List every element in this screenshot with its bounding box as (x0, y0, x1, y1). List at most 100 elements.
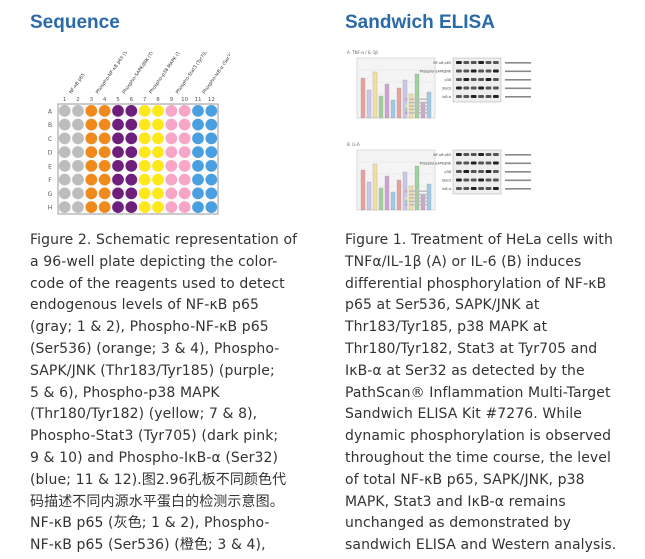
bar (372, 71, 378, 119)
well (205, 160, 218, 172)
blot-label: NF-κB p65 (433, 153, 451, 157)
well (125, 201, 138, 213)
well (98, 201, 111, 213)
blot-band (456, 187, 462, 190)
well (138, 105, 151, 117)
well (138, 146, 151, 158)
blot-legend-line (505, 70, 531, 73)
blot-band (485, 187, 492, 190)
well (72, 160, 84, 172)
blot-band (456, 170, 462, 173)
well (152, 118, 164, 131)
blot-legend-line (505, 171, 531, 173)
blot-band (478, 69, 484, 73)
well (58, 146, 71, 158)
well (58, 187, 71, 200)
blot-band (485, 69, 492, 73)
bar (372, 163, 378, 211)
legend-swatch (405, 196, 408, 200)
well (138, 201, 151, 213)
blot-band (493, 187, 499, 190)
well (112, 118, 124, 131)
blot-legend-line (505, 79, 531, 81)
well (178, 173, 191, 186)
blot-band (478, 170, 484, 173)
well (165, 132, 178, 145)
column-number: 12 (208, 97, 215, 103)
blot-label: IκB-α (442, 95, 452, 99)
bar (384, 83, 390, 119)
well (165, 105, 178, 117)
well (58, 160, 71, 172)
blot-band (493, 170, 499, 173)
blot-band (456, 161, 462, 165)
well (112, 160, 124, 172)
blot-band (493, 95, 499, 98)
well (85, 201, 98, 213)
blot-band (478, 178, 484, 182)
well (205, 146, 218, 158)
well (178, 105, 191, 117)
blot-band (456, 178, 462, 182)
blot-band (470, 178, 477, 182)
blot-band (485, 161, 492, 165)
well (205, 187, 218, 200)
well (192, 146, 204, 158)
well (125, 146, 138, 158)
well (125, 160, 138, 172)
well (192, 187, 204, 200)
well (85, 160, 98, 172)
well (98, 187, 111, 200)
figure-1-caption: Figure 1. Treatment of HeLa cells with T… (345, 232, 617, 554)
well (178, 160, 191, 172)
well (152, 173, 164, 186)
blot-band (463, 78, 470, 81)
well (165, 201, 178, 213)
svg-text:Phospho-IκB-α (Ser32): Phospho-IκB-α (Ser32) (201, 52, 230, 95)
well (85, 118, 98, 131)
blot-band (456, 69, 462, 73)
blot-band (470, 161, 477, 165)
blot-band (485, 61, 492, 64)
blot-label: IκB-α (442, 187, 452, 191)
plate-body (57, 103, 219, 215)
bar (378, 187, 384, 211)
blot-band (470, 86, 477, 90)
blot-band (456, 61, 462, 64)
legend-swatch (405, 203, 408, 207)
well (98, 160, 111, 172)
blot-band (463, 170, 470, 173)
bar (384, 175, 390, 211)
well (58, 105, 71, 117)
well (112, 173, 124, 186)
well (98, 105, 111, 117)
blot-band (456, 95, 462, 98)
blot-band (493, 178, 499, 182)
blot-band (463, 69, 470, 73)
well (85, 105, 98, 117)
blot-label: Phospho-SAPK/JNK (420, 162, 452, 166)
well (58, 132, 71, 145)
well (178, 146, 191, 158)
well (178, 118, 191, 131)
blot-band (493, 153, 499, 156)
well (178, 132, 191, 145)
well (152, 201, 164, 213)
row-letter: G (48, 191, 53, 198)
panel-label: B. IL-6 (347, 142, 360, 147)
well (72, 201, 84, 213)
blot-label: Stat3 (442, 179, 451, 183)
well (192, 105, 204, 117)
well (112, 146, 124, 158)
row-letter: C (48, 136, 52, 143)
bar (366, 89, 372, 119)
legend-swatch (405, 108, 408, 111)
blot-legend-line (505, 188, 531, 190)
well (125, 105, 138, 117)
well (125, 132, 138, 145)
column-number: 5 (116, 97, 120, 103)
well (98, 146, 111, 158)
well (165, 160, 178, 172)
